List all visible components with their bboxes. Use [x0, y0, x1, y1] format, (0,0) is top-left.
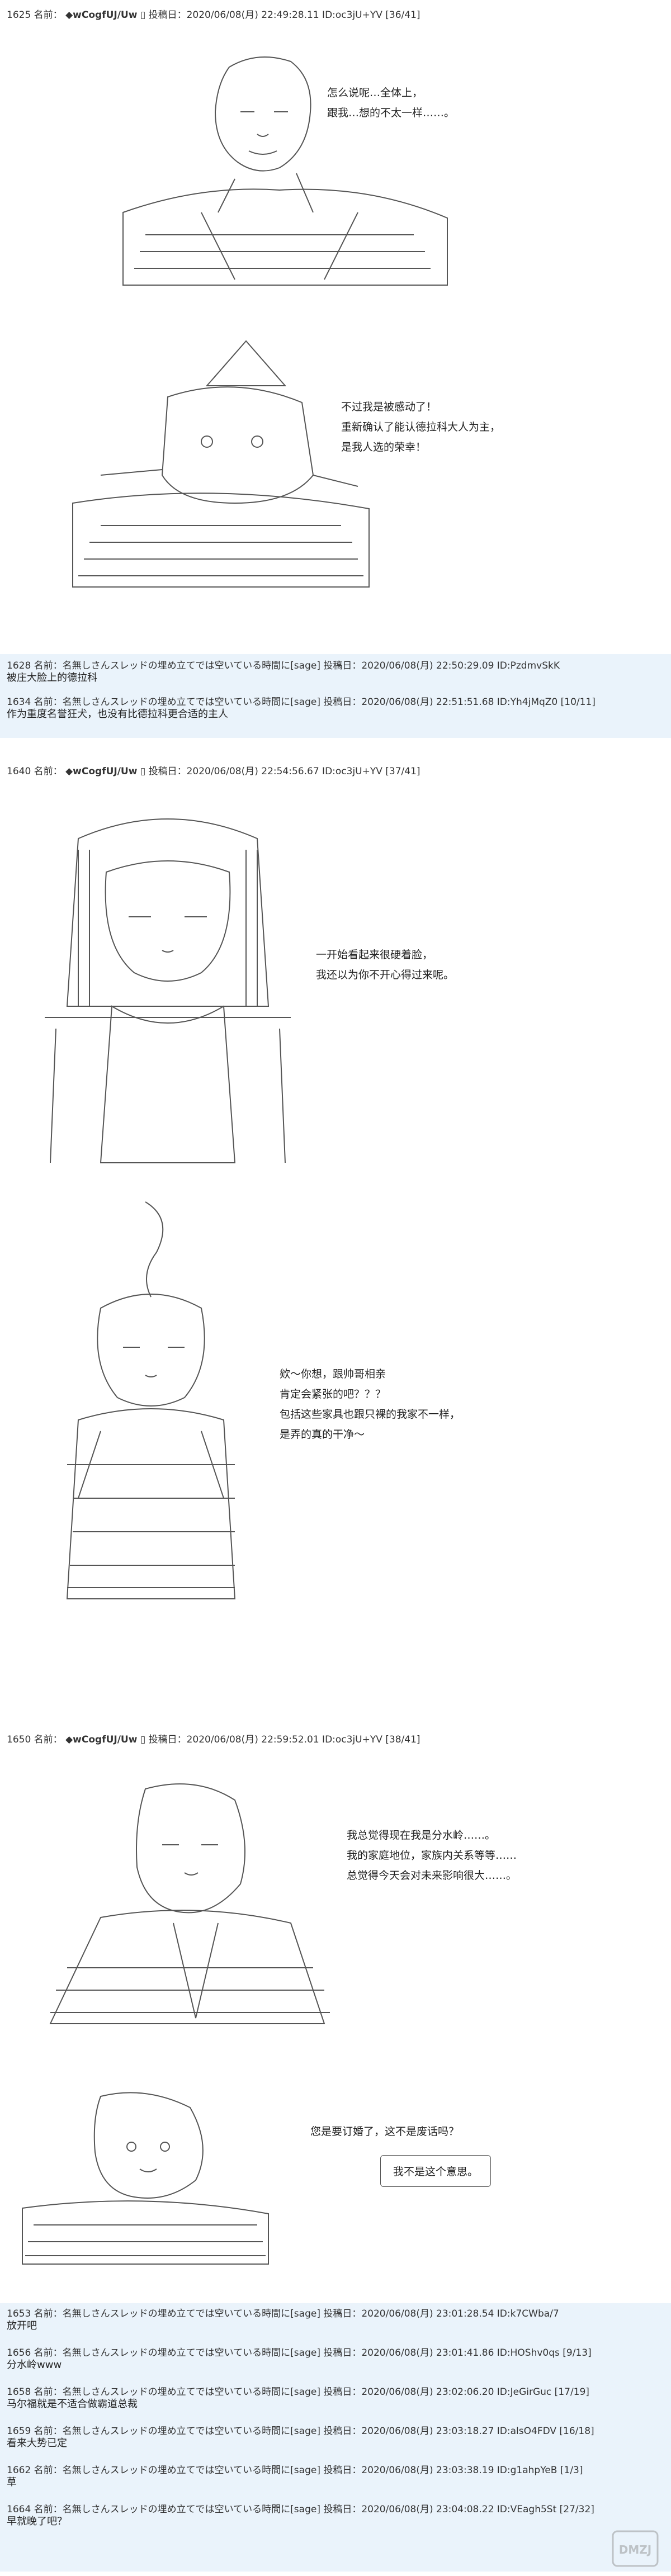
reply-number: 1662	[7, 2465, 31, 2476]
dialogue-line: 不过我是被感动了！	[341, 401, 437, 413]
reply-body: 马尔福就是不适合做霸道总裁	[7, 2398, 138, 2410]
reply-post: 1634 名前：名無しさんスレッドの埋め立てでは空いている時間に[sage] 投…	[7, 696, 596, 721]
reply-band	[0, 654, 671, 738]
dialogue-line: 跟我…想的不太一样……。	[327, 107, 455, 119]
reply-post: 1659 名前：名無しさんスレッドの埋め立てでは空いている時間に[sage] 投…	[7, 2425, 594, 2450]
post-meta: 投稿日：2020/06/08(月) 22:54:56.67 ID:oc3jU+Y…	[148, 766, 420, 777]
post-number: 1640	[7, 766, 31, 777]
reply-meta: 名前：名無しさんスレッドの埋め立てでは空いている時間に[sage] 投稿日：20…	[34, 660, 560, 671]
reply-meta: 名前：名無しさんスレッドの埋め立てでは空いている時間に[sage] 投稿日：20…	[34, 2308, 559, 2319]
dialogue-block: 怎么说呢…全体上， 跟我…想的不太一样……。	[327, 83, 455, 123]
dialogue-line: 总觉得今天会对未来影响很大……。	[347, 1869, 517, 1882]
dialogue-block: 不过我是被感动了！ 重新确认了能认德拉科大人为主， 是我人选的荣幸！	[341, 397, 500, 457]
dialogue-line: 您是要订婚了，这不是废话吗？	[310, 2125, 460, 2138]
dialogue-block: 我总觉得现在我是分水岭……。 我的家庭地位，家族内关系等等…… 总觉得今天会对未…	[347, 1825, 517, 1886]
reply-meta: 名前：名無しさんスレッドの埋め立てでは空いている時間に[sage] 投稿日：20…	[34, 2426, 594, 2437]
post-meta: 投稿日：2020/06/08(月) 22:59:52.01 ID:oc3jU+Y…	[148, 1734, 420, 1745]
ascii-art-figure-couple	[11, 2085, 274, 2270]
dialogue-block: 您是要订婚了，这不是废话吗？	[310, 2122, 459, 2142]
dialogue-line: 一开始看起来很硬着脸，	[316, 949, 433, 961]
ascii-art-figure-woman	[45, 1196, 257, 1610]
dialogue-line: 我还以为你不开心得过来呢。	[316, 969, 455, 981]
reply-meta: 名前：名無しさんスレッドの埋め立てでは空いている時間に[sage] 投稿日：20…	[34, 2465, 583, 2476]
name-label: 名前：	[34, 10, 63, 21]
ascii-art-figure-scene	[67, 335, 380, 593]
name-label: 名前：	[34, 1734, 63, 1745]
post-header: 1640 名前： ◆wCogfUJ/Uw ▯ 投稿日：2020/06/08(月)…	[7, 763, 420, 777]
reply-post: 1628 名前：名無しさんスレッドの埋め立てでは空いている時間に[sage] 投…	[7, 660, 560, 684]
ascii-art-figure-girl	[34, 805, 302, 1168]
reply-post: 1662 名前：名無しさんスレッドの埋め立てでは空いている時間に[sage] 投…	[7, 2464, 583, 2489]
post-header: 1650 名前： ◆wCogfUJ/Uw ▯ 投稿日：2020/06/08(月)…	[7, 1731, 420, 1745]
dialogue-line: 包括这些家具也跟只裸的我家不一样，	[280, 1408, 461, 1420]
dialogue-line: 我的家庭地位，家族内关系等等……	[347, 1849, 517, 1862]
post-header: 1625 名前： ◆wCogfUJ/Uw ▯ 投稿日：2020/06/08(月)…	[7, 7, 420, 21]
reply-number: 1659	[7, 2426, 31, 2437]
author-trip[interactable]: ◆wCogfUJ/Uw	[65, 10, 138, 21]
watermark-text: DMZJ	[619, 2543, 651, 2556]
watermark-logo: DMZJ	[611, 2529, 660, 2568]
reply-body: 作为重度名誉狂犬，也没有比德拉科更合适的主人	[7, 708, 228, 720]
reply-number: 1658	[7, 2386, 31, 2398]
dialogue-line: 肯定会紧张的吧？？？	[280, 1388, 386, 1400]
name-label: 名前：	[34, 766, 63, 777]
reply-post: 1653 名前：名無しさんスレッドの埋め立てでは空いている時間に[sage] 投…	[7, 2308, 559, 2332]
reply-body: 早就晚了吧？	[7, 2516, 67, 2527]
mail-icon[interactable]: ▯	[140, 10, 146, 21]
reply-number: 1664	[7, 2504, 31, 2515]
reply-post: 1664 名前：名無しさんスレッドの埋め立てでは空いている時間に[sage] 投…	[7, 2503, 594, 2528]
dialogue-line: 怎么说呢…全体上，	[327, 87, 423, 99]
author-trip[interactable]: ◆wCogfUJ/Uw	[65, 1734, 138, 1745]
reply-meta: 名前：名無しさんスレッドの埋め立てでは空いている時間に[sage] 投稿日：20…	[34, 697, 596, 708]
author-trip[interactable]: ◆wCogfUJ/Uw	[65, 766, 138, 777]
mail-icon[interactable]: ▯	[140, 1734, 146, 1745]
dialogue-block: 一开始看起来很硬着脸， 我还以为你不开心得过来呢。	[316, 945, 454, 985]
ascii-art-figure-man-suit	[34, 1778, 347, 2029]
dialogue-line: 我总觉得现在我是分水岭……。	[347, 1829, 496, 1841]
reply-body: 被庄大脸上的德拉科	[7, 672, 97, 684]
reply-post: 1656 名前：名無しさんスレッドの埋め立てでは空いている時間に[sage] 投…	[7, 2347, 592, 2371]
reply-body: 看来大势已定	[7, 2437, 67, 2449]
reply-body: 放开吧	[7, 2320, 37, 2332]
reply-band	[0, 2303, 671, 2572]
dialogue-block: 欸～你想，跟帅哥相亲 肯定会紧张的吧？？？ 包括这些家具也跟只裸的我家不一样， …	[280, 1364, 460, 1445]
post-number: 1625	[7, 10, 31, 21]
reply-meta: 名前：名無しさんスレッドの埋め立てでは空いている時間に[sage] 投稿日：20…	[34, 2386, 589, 2398]
reply-body: 分水岭www	[7, 2359, 62, 2371]
dialogue-line: 重新确认了能认德拉科大人为主，	[341, 421, 501, 433]
reply-post: 1658 名前：名無しさんスレッドの埋め立てでは空いている時間に[sage] 投…	[7, 2386, 589, 2411]
post-number: 1650	[7, 1734, 31, 1745]
reply-meta: 名前：名無しさんスレッドの埋め立てでは空いている時間に[sage] 投稿日：20…	[34, 2347, 592, 2359]
speech-bubble: 我不是这个意思。	[380, 2155, 492, 2187]
dialogue-line: 欸～你想，跟帅哥相亲	[280, 1368, 386, 1380]
dialogue-line: 是我人选的荣幸！	[341, 441, 427, 453]
mail-icon[interactable]: ▯	[140, 766, 146, 777]
reply-number: 1634	[7, 697, 31, 708]
bubble-text: 我不是这个意思。	[393, 2166, 479, 2178]
reply-number: 1628	[7, 660, 31, 671]
dialogue-line: 是弄的真的干净～	[280, 1428, 365, 1441]
reply-number: 1656	[7, 2347, 31, 2359]
post-meta: 投稿日：2020/06/08(月) 22:49:28.11 ID:oc3jU+Y…	[148, 10, 420, 21]
reply-number: 1653	[7, 2308, 31, 2319]
reply-body: 草	[7, 2476, 17, 2488]
ascii-art-figure-man	[89, 45, 481, 291]
reply-meta: 名前：名無しさんスレッドの埋め立てでは空いている時間に[sage] 投稿日：20…	[34, 2504, 594, 2515]
